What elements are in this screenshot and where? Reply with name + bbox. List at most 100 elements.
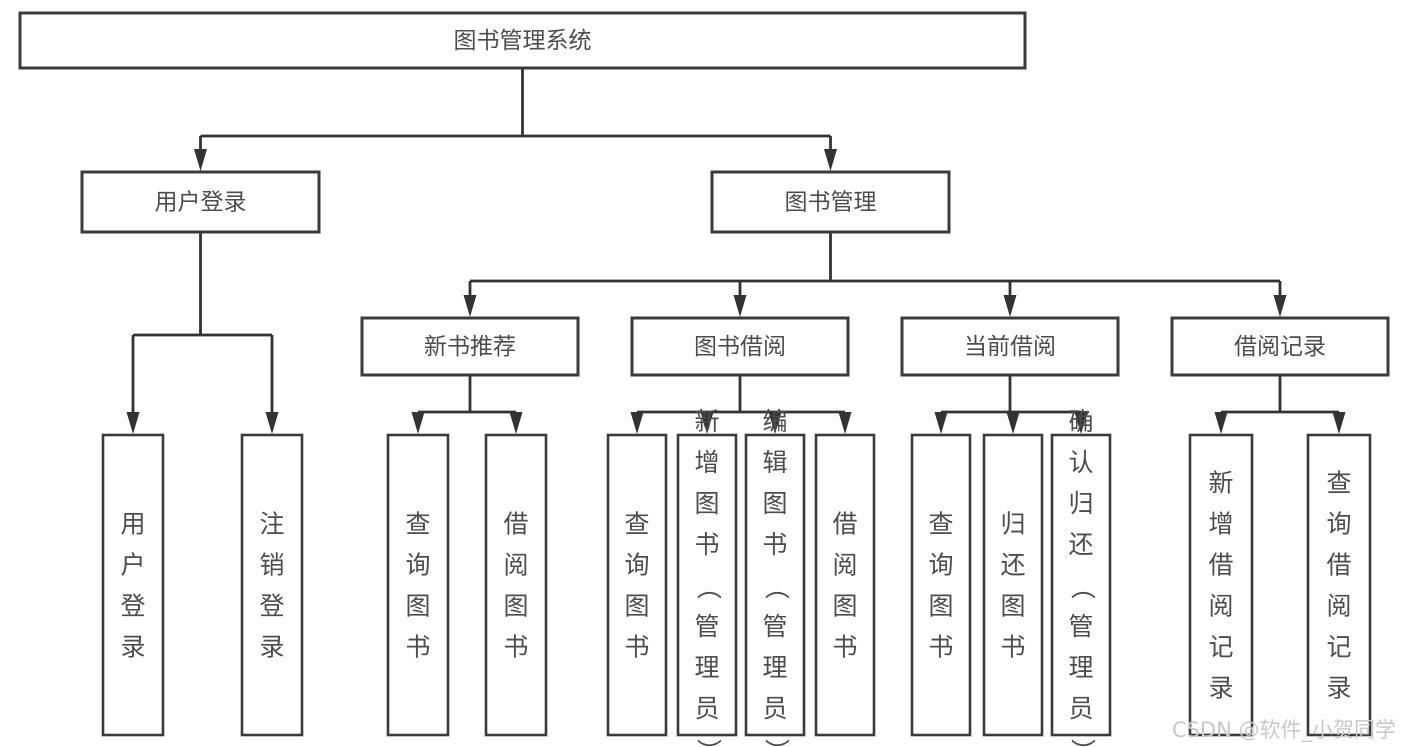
node-leaf-add-book[interactable] [676,433,738,737]
node-leaf-query-book-1-rect [386,433,450,737]
node-leaf-query-book-2-rect [606,433,668,737]
node-leaf-add-record-char: 新 [1208,469,1233,498]
node-leaf-user-login-char: 用 [120,510,145,539]
node-leaf-borrow-book-2-char: 阅 [832,551,857,580]
node-leaf-edit-book-char: 管 [762,612,787,641]
node-leaf-query-book-1[interactable] [386,433,450,737]
node-leaf-edit-book[interactable] [744,433,806,737]
node-leaf-query-record-char: 查 [1326,469,1351,498]
arrow-head-icon [1006,412,1020,434]
node-leaf-query-record-char: 录 [1326,674,1351,703]
node-leaf-add-book-char: （ [694,574,723,599]
node-leaf-logout-rect [240,433,304,737]
node-leaf-add-record-char: 录 [1208,674,1233,703]
node-leaf-query-book-2-char: 书 [624,633,649,662]
arrow-head-icon [463,295,477,317]
node-leaf-borrow-book-1-rect [484,433,548,737]
node-current-borrow[interactable] [900,316,1120,377]
node-leaf-borrow-book-2[interactable] [814,433,876,737]
node-leaf-query-book-3-char: 询 [928,551,953,580]
node-leaf-query-book-1-char: 查 [405,510,430,539]
node-leaf-return-book[interactable] [982,433,1044,737]
node-current-borrow-rect [900,316,1120,377]
node-leaf-query-book-3-char: 查 [928,510,953,539]
node-leaf-query-record-char: 阅 [1326,592,1351,621]
node-leaf-edit-book-char: 图 [762,489,787,518]
node-leaf-query-record[interactable] [1306,433,1372,737]
node-root-label: 图书管理系统 [454,28,592,54]
node-leaf-add-record[interactable] [1188,433,1254,737]
node-leaf-add-record-rect [1188,433,1254,737]
connector-layer [126,68,1346,434]
node-book-manage[interactable] [710,170,951,234]
node-leaf-query-book-2[interactable] [606,433,668,737]
node-leaf-confirm-return-char: 还 [1068,530,1093,559]
arrow-head-icon [411,412,425,434]
node-current-borrow-label: 当前借阅 [964,334,1056,360]
node-leaf-query-book-3[interactable] [910,433,972,737]
node-leaf-query-record-rect [1306,433,1372,737]
node-book-borrow-label: 图书借阅 [694,334,786,360]
node-leaf-add-book-char: 员 [694,694,719,723]
node-book-manage-label: 图书管理 [785,190,877,216]
node-leaf-query-book-3-char: 图 [928,592,953,621]
node-leaf-confirm-return-char: 员 [1068,694,1093,723]
arrow-head-icon [630,412,644,434]
arrow-head-icon [700,412,714,434]
node-user-login[interactable] [80,170,321,234]
node-leaf-add-record-char: 记 [1208,633,1233,662]
node-leaf-user-login-char: 登 [120,592,145,621]
csdn-watermark: CSDN @软件_小贺同学 [1172,718,1396,743]
node-leaf-add-book-char: 新 [694,407,719,436]
node-leaf-add-record-char: 阅 [1208,592,1233,621]
node-leaf-edit-book-char: 员 [762,694,787,723]
node-leaf-query-record-char: 记 [1326,633,1351,662]
node-new-book-recommend[interactable] [360,316,580,377]
node-leaf-edit-book-rect [744,433,806,737]
node-leaf-edit-book-char: 理 [762,653,787,682]
node-leaf-edit-book-char: 书 [762,530,787,559]
node-book-borrow[interactable] [630,316,850,377]
node-leaf-add-book-char: 书 [694,530,719,559]
node-leaf-user-login[interactable] [101,433,165,737]
arrow-head-icon [1273,295,1287,317]
node-root[interactable] [18,11,1027,70]
node-leaf-user-login-char: 录 [120,633,145,662]
node-new-book-recommend-label: 新书推荐 [424,334,516,360]
node-leaf-logout-char: 注 [259,510,284,539]
node-leaf-query-record-char: 借 [1326,551,1351,580]
node-leaf-query-book-2-char: 询 [624,551,649,580]
node-leaf-query-record-char: 询 [1326,510,1351,539]
node-leaf-edit-book-char: 辑 [762,448,787,477]
node-leaf-return-book-char: 图 [1000,592,1025,621]
node-book-borrow-rect [630,316,850,377]
node-leaf-add-book-char: 增 [694,448,719,477]
node-leaf-borrow-book-1-char: 书 [503,633,528,662]
node-leaf-edit-book-char: 编 [762,407,787,436]
node-leaf-logout[interactable] [240,433,304,737]
node-leaf-add-record-char: 借 [1208,551,1233,580]
arrow-head-icon [194,149,207,171]
node-leaf-query-book-3-char: 书 [928,633,953,662]
node-leaf-borrow-book-2-char: 图 [832,592,857,621]
node-leaf-query-book-3-rect [910,433,972,737]
arrow-head-icon [838,412,852,434]
node-leaf-confirm-return[interactable] [1050,433,1112,737]
node-leaf-confirm-return-char: 管 [1068,612,1093,641]
node-leaf-return-book-char: 归 [1000,510,1025,539]
node-leaf-borrow-book-1-char: 借 [503,510,528,539]
node-leaf-query-book-1-char: 书 [405,633,430,662]
node-leaf-borrow-book-1[interactable] [484,433,548,737]
arrow-head-icon [1074,412,1088,434]
node-leaf-edit-book-char: （ [762,574,791,599]
node-borrow-record[interactable] [1170,316,1390,377]
arrow-head-icon [733,295,747,317]
